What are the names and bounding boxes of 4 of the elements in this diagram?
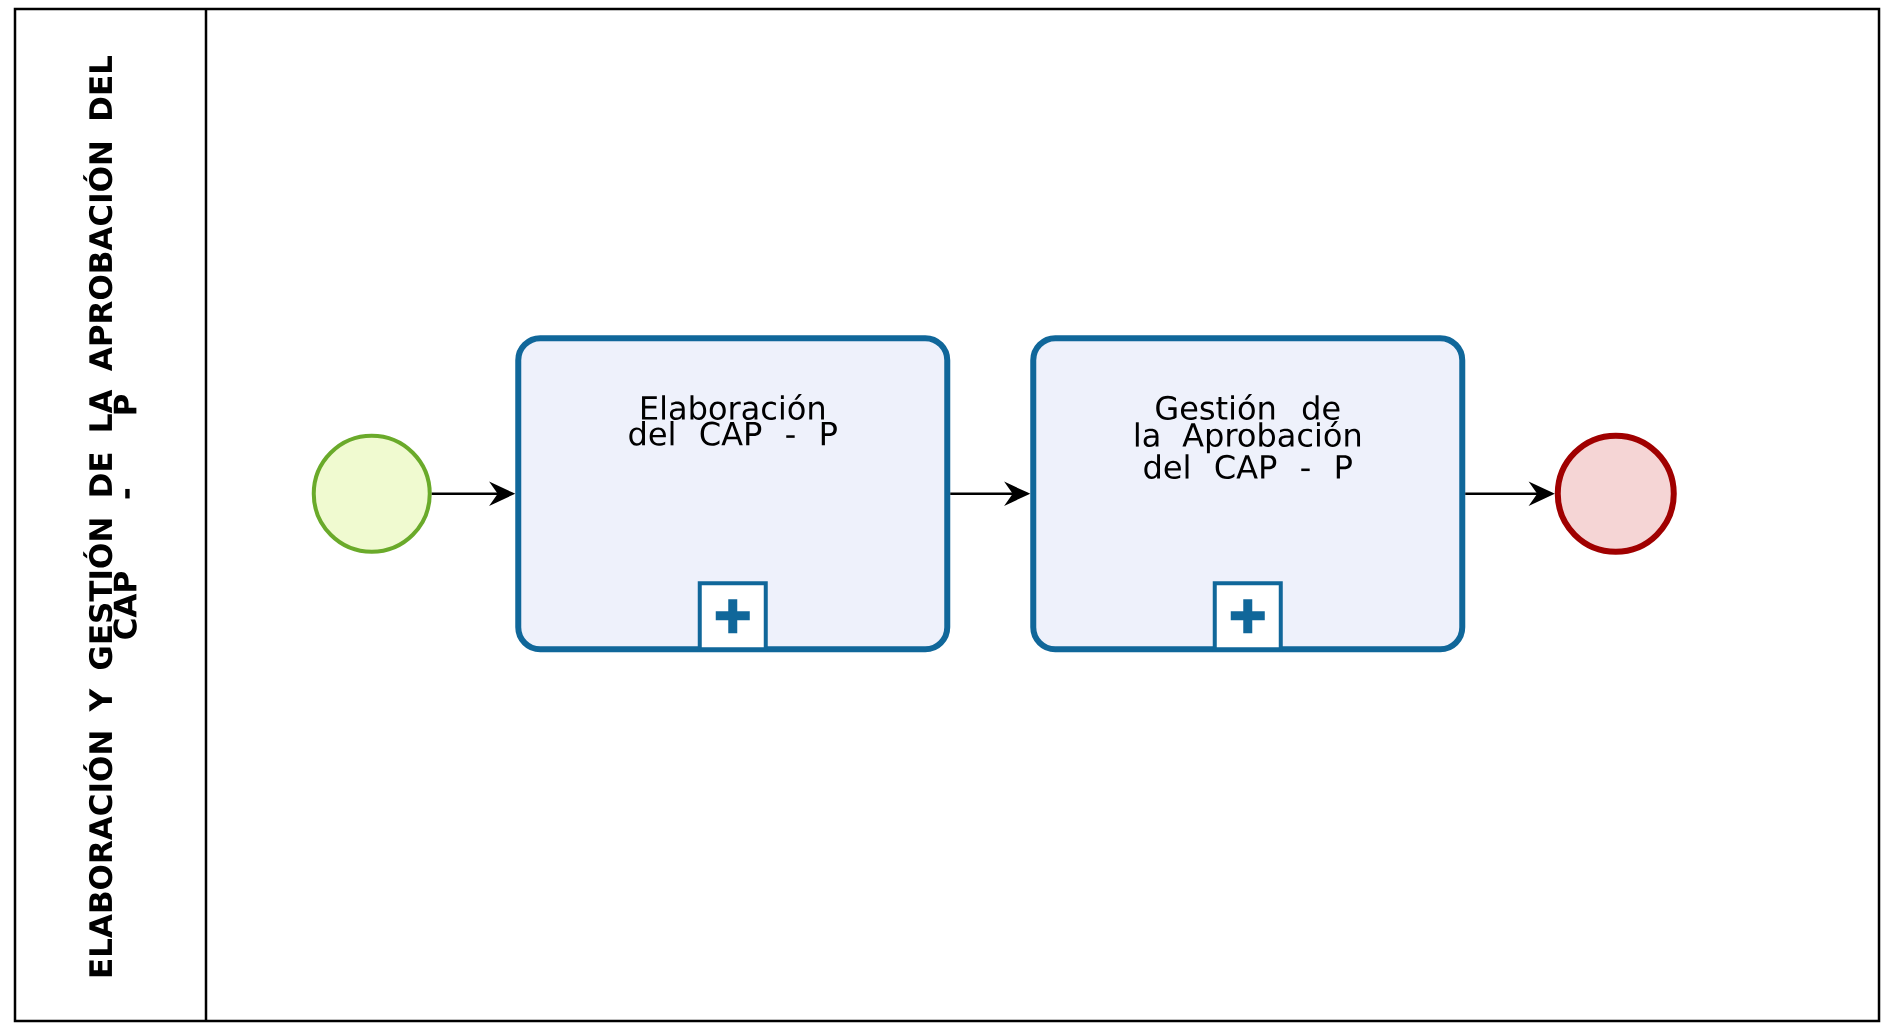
- subprocess-box: Elaboración del CAP - P: [515, 335, 951, 653]
- end-event-circle: [1554, 432, 1677, 555]
- subprocess-box: Gestión de la Aprobación del CAP - P: [1030, 335, 1466, 653]
- start-event-circle: [311, 433, 432, 554]
